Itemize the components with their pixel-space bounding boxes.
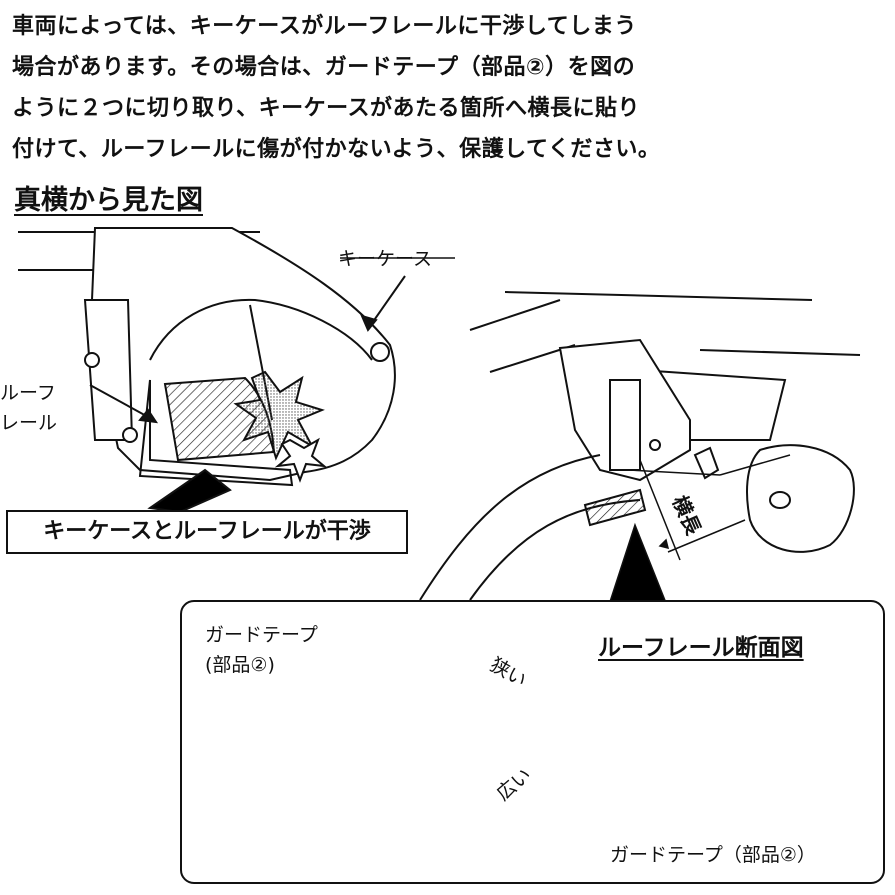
roof-rail-label-2: レール — [0, 412, 58, 434]
instruction-paragraph: 車両によっては、キーケースがルーフレールに干渉してしまう 場合があります。その場… — [12, 6, 887, 170]
roof-rail-arrow — [89, 384, 151, 419]
guard-tape-label-1: ガードテープ — [205, 624, 318, 646]
side-view-illustration — [18, 227, 396, 487]
screw-icon — [122, 427, 138, 443]
instruction-line-2: 場合があります。その場合は、ガードテープ（部品②）を図の — [12, 55, 636, 80]
roof-rail-upper — [419, 454, 601, 601]
interference-callout: キーケースとルーフレールが干渉 — [6, 510, 408, 554]
instruction-line-1: 車両によっては、キーケースがルーフレールに干渉してしまう — [12, 14, 637, 39]
guard-tape-on-rail — [583, 488, 647, 527]
bolt-icon — [84, 352, 100, 368]
key-case-body — [746, 444, 855, 553]
roof-rail-label-1: ルーフ — [0, 382, 56, 404]
key-icon — [693, 446, 720, 480]
detail-panel — [180, 600, 885, 884]
key-case-arrow — [369, 275, 406, 327]
panel-pointer — [606, 522, 670, 609]
carrier-illustration — [419, 291, 861, 601]
key-case-knob — [370, 342, 390, 362]
foot-body — [90, 227, 396, 482]
key-lock-icon — [769, 491, 791, 509]
instruction-line-4: 付けて、ルーフレールに傷が付かないよう、保護してください。 — [12, 137, 661, 162]
foot-bracket — [83, 299, 134, 441]
key-case-label: キーケース — [338, 248, 433, 270]
cross-section-caption: ガードテープ（部品②） — [610, 844, 816, 866]
cross-section-title: ルーフレール断面図 — [598, 635, 804, 661]
guard-tape-label-2: (部品②) — [205, 654, 275, 676]
housing-curve — [149, 298, 373, 361]
interference-spark-icon — [274, 437, 328, 483]
side-view-heading: 真横から見た図 — [14, 185, 203, 216]
instruction-line-3: ように２つに切り取り、キーケースがあたる箇所へ横長に貼り — [12, 96, 641, 121]
